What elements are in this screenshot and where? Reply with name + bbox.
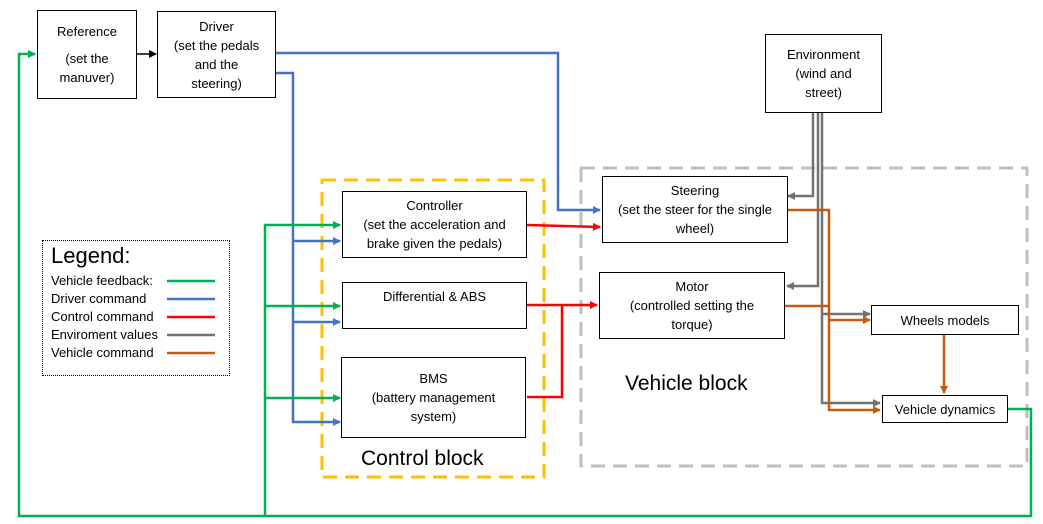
differential-abs-line: Differential & ABS xyxy=(382,289,487,304)
legend-item-environment-values: Enviroment values xyxy=(51,327,158,342)
legend-item-label: Vehicle feedback: xyxy=(51,273,153,288)
environment-line: street) xyxy=(805,85,842,100)
driver-command-lines xyxy=(276,51,601,426)
legend-swatches xyxy=(167,279,215,355)
reference-line: (set the xyxy=(65,51,109,66)
legend-item-label: Enviroment values xyxy=(51,327,158,342)
vehicle-command-lines xyxy=(785,208,948,414)
control-block-border xyxy=(320,178,546,479)
vehicle-feedback-lines xyxy=(17,50,1033,518)
legend-item-label: Vehicle command xyxy=(51,345,154,360)
control-block-label: Control block xyxy=(361,447,484,470)
controller-line: Controller xyxy=(406,198,463,213)
vehicle-block-border xyxy=(579,166,1029,468)
environment-box: Environment (wind and street) xyxy=(765,34,882,113)
wheels-models-line: Wheels models xyxy=(900,312,990,328)
steering-line: Steering xyxy=(670,183,720,198)
differential-abs-box: Differential & ABS xyxy=(342,282,527,329)
legend-item-driver-command: Driver command xyxy=(51,291,146,306)
vehicle-dynamics-box: Vehicle dynamics xyxy=(882,395,1008,423)
controller-line: brake given the pedals) xyxy=(366,236,503,251)
vehicle-block-label: Vehicle block xyxy=(625,372,748,395)
motor-line: Motor xyxy=(675,279,709,294)
reference-line: manuver) xyxy=(59,70,115,85)
driver-box: Driver (set the pedals and the steering) xyxy=(157,11,276,98)
wheels-models-box: Wheels models xyxy=(871,305,1019,335)
reference-box: Reference (set the manuver) xyxy=(37,10,137,99)
controller-box: Controller (set the acceleration and bra… xyxy=(342,191,527,258)
legend-title: Legend: xyxy=(51,243,131,268)
legend-item-label: Control command xyxy=(51,309,154,324)
environment-line: Environment xyxy=(787,47,860,62)
bms-line: (battery management xyxy=(371,390,496,405)
steering-box: Steering (set the steer for the single w… xyxy=(602,176,788,243)
legend-item-control-command: Control command xyxy=(51,309,154,324)
reference-line: Reference xyxy=(57,24,117,39)
legend-item-label: Driver command xyxy=(51,291,147,306)
motor-line: torque) xyxy=(671,317,713,332)
motor-box: Motor (controlled setting the torque) xyxy=(599,272,785,339)
bms-line: BMS xyxy=(419,371,448,386)
driver-line: Driver xyxy=(199,18,234,34)
environment-line: (wind and xyxy=(795,66,852,81)
controller-line: (set the acceleration and xyxy=(363,217,506,232)
bms-box: BMS (battery management system) xyxy=(341,357,526,438)
steering-line: wheel) xyxy=(675,221,715,236)
control-command-lines xyxy=(526,222,601,399)
driver-line: steering) xyxy=(191,75,242,91)
environment-value-lines xyxy=(786,113,881,407)
bms-line: system) xyxy=(410,409,457,424)
driver-line: and the xyxy=(194,56,239,72)
driver-line: (set the pedals xyxy=(173,37,260,53)
legend-item-vehicle-command: Vehicle command xyxy=(51,345,154,360)
steering-line: (set the steer for the single xyxy=(618,202,772,217)
legend: Legend: Vehicle feedback: Driver command… xyxy=(42,240,230,376)
vehicle-dynamics-line: Vehicle dynamics xyxy=(894,401,996,417)
legend-item-vehicle-feedback: Vehicle feedback: xyxy=(51,273,153,288)
motor-line: (controlled setting the xyxy=(629,298,755,313)
